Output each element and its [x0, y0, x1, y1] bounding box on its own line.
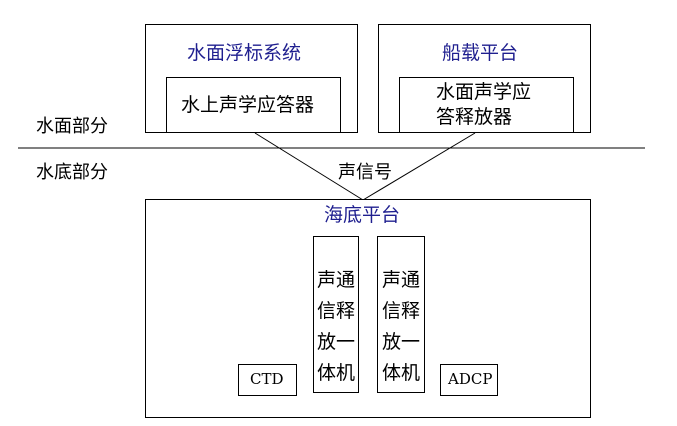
release-unit-right-label: 声通信释放一体机	[381, 269, 420, 384]
surface-buoy-title: 水面浮标系统	[187, 42, 302, 64]
ship-transponder-box	[399, 77, 574, 133]
adcp-label: ADCP	[448, 370, 493, 388]
underwater-section-label: 水底部分	[36, 162, 108, 183]
seafloor-platform-title: 海底平台	[324, 204, 401, 226]
surface-transponder-label: 水上声学应答器	[181, 94, 315, 116]
release-unit-right	[377, 236, 425, 393]
signal-line-right	[362, 132, 476, 201]
ship-platform-title: 船载平台	[442, 42, 519, 64]
acoustic-signal-label: 声信号	[338, 162, 392, 183]
surface-section-label: 水面部分	[36, 116, 108, 137]
seafloor-platform-box	[145, 199, 591, 418]
adcp-sensor-box	[440, 364, 498, 396]
release-unit-left	[313, 236, 359, 393]
surface-transponder-box	[166, 77, 341, 133]
ctd-sensor-box	[238, 364, 297, 396]
ctd-label: CTD	[250, 370, 284, 388]
signal-line-left	[254, 132, 364, 201]
ship-transponder-label-line1: 水面声学应	[436, 81, 532, 103]
ship-transponder-label-line2: 答释放器	[436, 106, 513, 128]
release-unit-left-label: 声通信释放一体机	[316, 269, 355, 384]
